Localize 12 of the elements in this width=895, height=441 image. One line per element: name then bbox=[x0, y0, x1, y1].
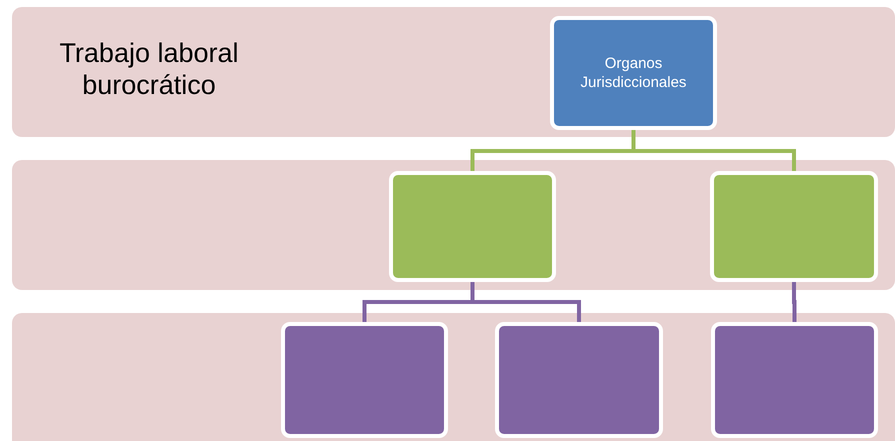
band-background bbox=[12, 160, 895, 290]
band-background bbox=[12, 313, 895, 441]
level-box bbox=[281, 322, 448, 438]
level-box bbox=[495, 322, 663, 438]
level-box bbox=[710, 171, 878, 282]
level-box bbox=[389, 171, 556, 282]
connector-line bbox=[792, 282, 796, 322]
level-box bbox=[711, 322, 878, 438]
box-label: Organos Jurisdiccionales bbox=[580, 54, 688, 92]
band-title: Trabajo laboral burocrático bbox=[58, 37, 240, 102]
band-background bbox=[12, 7, 895, 137]
level-box bbox=[550, 16, 717, 130]
